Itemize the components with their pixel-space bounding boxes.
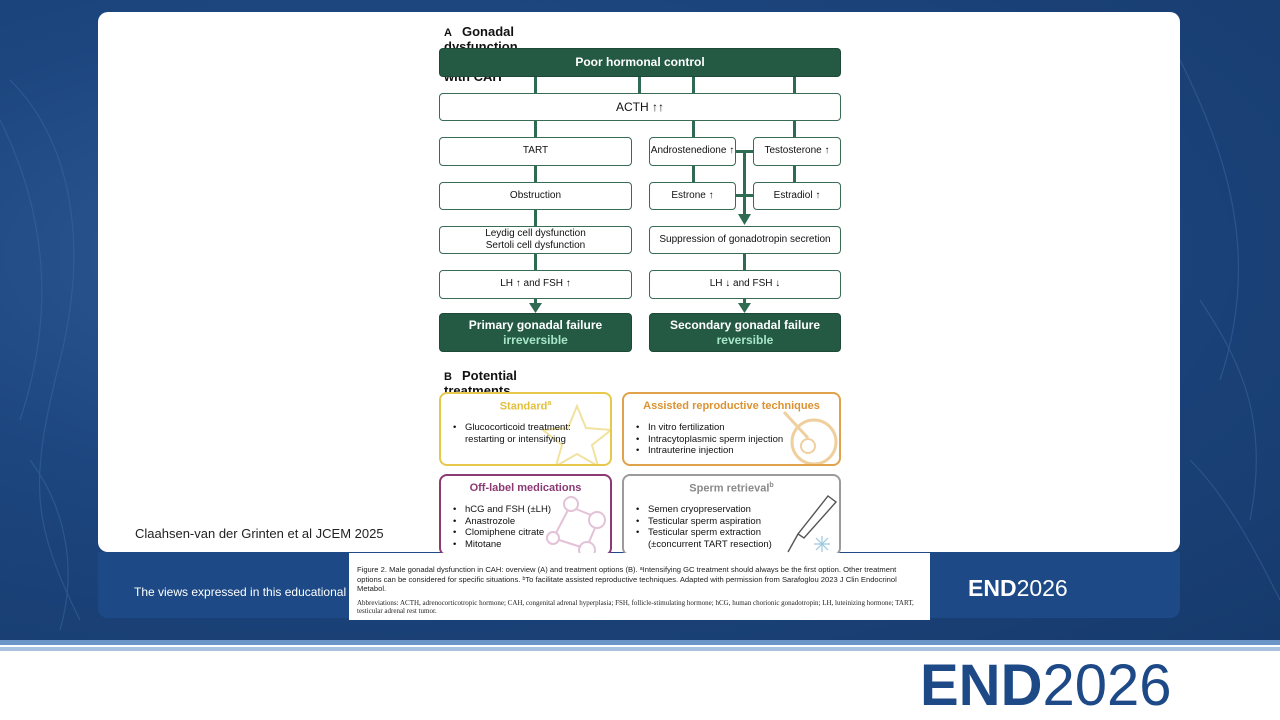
connector — [638, 77, 641, 93]
section-b-letter: B — [444, 371, 452, 383]
sperm-retrieval-box: Sperm retrievalb Semen cryopreservation … — [622, 474, 841, 556]
lh-fsh-down-box: LH ↓ and FSH ↓ — [649, 270, 841, 299]
list-item: Glucocorticoid treatment: — [453, 422, 571, 434]
androstenedione-box: Androstenedione ↑ — [649, 137, 736, 166]
testosterone-box: Testosterone ↑ — [753, 137, 841, 166]
secondary-failure-box: Secondary gonadal failure reversible — [649, 313, 841, 352]
lh-fsh-down-label: LH ↓ and FSH ↓ — [709, 278, 781, 290]
estradiol-label: Estradiol ↑ — [773, 189, 821, 201]
connector — [534, 166, 537, 182]
connector — [534, 77, 537, 93]
list-item: Mitotane — [453, 539, 551, 551]
estrone-label: Estrone ↑ — [671, 189, 714, 201]
estrone-box: Estrone ↑ — [649, 182, 736, 210]
bottom-bar — [0, 651, 1280, 720]
list-item: Testicular sperm extraction — [636, 527, 772, 539]
acth-label: ACTH ↑↑ — [616, 99, 664, 114]
sperm-title: Sperm retrievalb — [689, 482, 774, 495]
petri-dish-icon — [782, 410, 838, 464]
section-a-letter: A — [444, 27, 452, 39]
standard-list: Glucocorticoid treatment: restarting or … — [451, 422, 571, 445]
secondary-title: Secondary gonadal failure — [669, 317, 821, 332]
divider-line-light — [0, 647, 1280, 651]
connector — [743, 254, 746, 270]
art-box: Assisted reproductive techniques In vitr… — [622, 392, 841, 466]
list-item: hCG and FSH (±LH) — [453, 504, 551, 516]
caption-text: Figure 2. Male gonadal dysfunction in CA… — [357, 565, 897, 594]
offlabel-title: Off-label medications — [469, 482, 582, 494]
connector — [692, 166, 695, 182]
poor-control-label: Poor hormonal control — [575, 55, 705, 69]
list-item: Intracytoplasmic sperm injection — [636, 434, 783, 446]
leydig-sertoli-box: Leydig cell dysfunction Sertoli cell dys… — [439, 226, 632, 254]
connector — [793, 77, 796, 93]
standard-title: Standarda — [499, 400, 552, 413]
abbreviations-text: Abbreviations: ACTH, adrenocorticotropic… — [357, 598, 914, 616]
endo-logo-large: END2026 — [920, 653, 1172, 718]
endo-logo-small: END2026 — [968, 575, 1068, 601]
obstruction-label: Obstruction — [509, 189, 562, 201]
estradiol-box: Estradiol ↑ — [753, 182, 841, 210]
offlabel-box: Off-label medications hCG and FSH (±LH) … — [439, 474, 612, 556]
standard-box: Standarda Glucocorticoid treatment: rest… — [439, 392, 612, 466]
list-item: Intrauterine injection — [636, 445, 783, 457]
list-item: Anastrozole — [453, 516, 551, 528]
molecule-icon — [546, 496, 606, 554]
leydig-label: Leydig cell dysfunction — [485, 227, 586, 239]
obstruction-box: Obstruction — [439, 182, 632, 210]
connector — [534, 210, 537, 226]
arrow-down-icon — [738, 303, 751, 313]
list-item: (±concurrent TART resection) — [648, 538, 772, 550]
sperm-list: Semen cryopreservation Testicular sperm … — [634, 504, 772, 550]
sertoli-label: Sertoli cell dysfunction — [485, 240, 586, 251]
testosterone-label: Testosterone ↑ — [764, 145, 830, 157]
connector — [692, 77, 695, 93]
arrow-down-icon — [529, 303, 542, 313]
tart-label: TART — [522, 145, 549, 157]
art-list: In vitro fertilization Intracytoplasmic … — [634, 422, 783, 457]
list-item: restarting or intensifying — [465, 433, 566, 445]
secondary-sub: reversible — [716, 332, 774, 347]
list-item: In vitro fertilization — [636, 422, 783, 434]
primary-failure-box: Primary gonadal failure irreversible — [439, 313, 632, 352]
suppression-label: Suppression of gonadotropin secretion — [659, 233, 831, 245]
offlabel-list: hCG and FSH (±LH) Anastrozole Clomiphene… — [451, 504, 551, 550]
lh-fsh-up-label: LH ↑ and FSH ↑ — [500, 278, 571, 290]
list-item: Semen cryopreservation — [636, 504, 772, 516]
connector — [534, 121, 537, 137]
suppression-box: Suppression of gonadotropin secretion — [649, 226, 841, 254]
citation: Claahsen-van der Grinten et al JCEM 2025 — [135, 526, 384, 541]
connector — [793, 121, 796, 137]
primary-title: Primary gonadal failure — [468, 317, 603, 332]
androstenedione-label: Androstenedione ↑ — [650, 145, 735, 157]
list-item: Clomiphene citrate — [453, 527, 551, 539]
divider-line — [0, 640, 1280, 645]
art-title: Assisted reproductive techniques — [643, 400, 820, 412]
connector — [743, 150, 746, 218]
disclaimer-text: The views expressed in this educational … — [134, 585, 349, 599]
lh-fsh-up-box: LH ↑ and FSH ↑ — [439, 270, 632, 299]
tart-box: TART — [439, 137, 632, 166]
figure-caption: Figure 2. Male gonadal dysfunction in CA… — [349, 553, 930, 620]
connector — [793, 166, 796, 182]
connector — [692, 121, 695, 137]
acth-box: ACTH ↑↑ — [439, 93, 841, 121]
scalpel-icon — [787, 495, 838, 553]
arrow-down-icon — [738, 214, 751, 225]
connector — [534, 254, 537, 270]
background-texture — [0, 59, 1280, 631]
primary-sub: irreversible — [503, 332, 568, 347]
poor-hormonal-control-box: Poor hormonal control — [439, 48, 841, 77]
list-item: Testicular sperm aspiration — [636, 516, 772, 528]
